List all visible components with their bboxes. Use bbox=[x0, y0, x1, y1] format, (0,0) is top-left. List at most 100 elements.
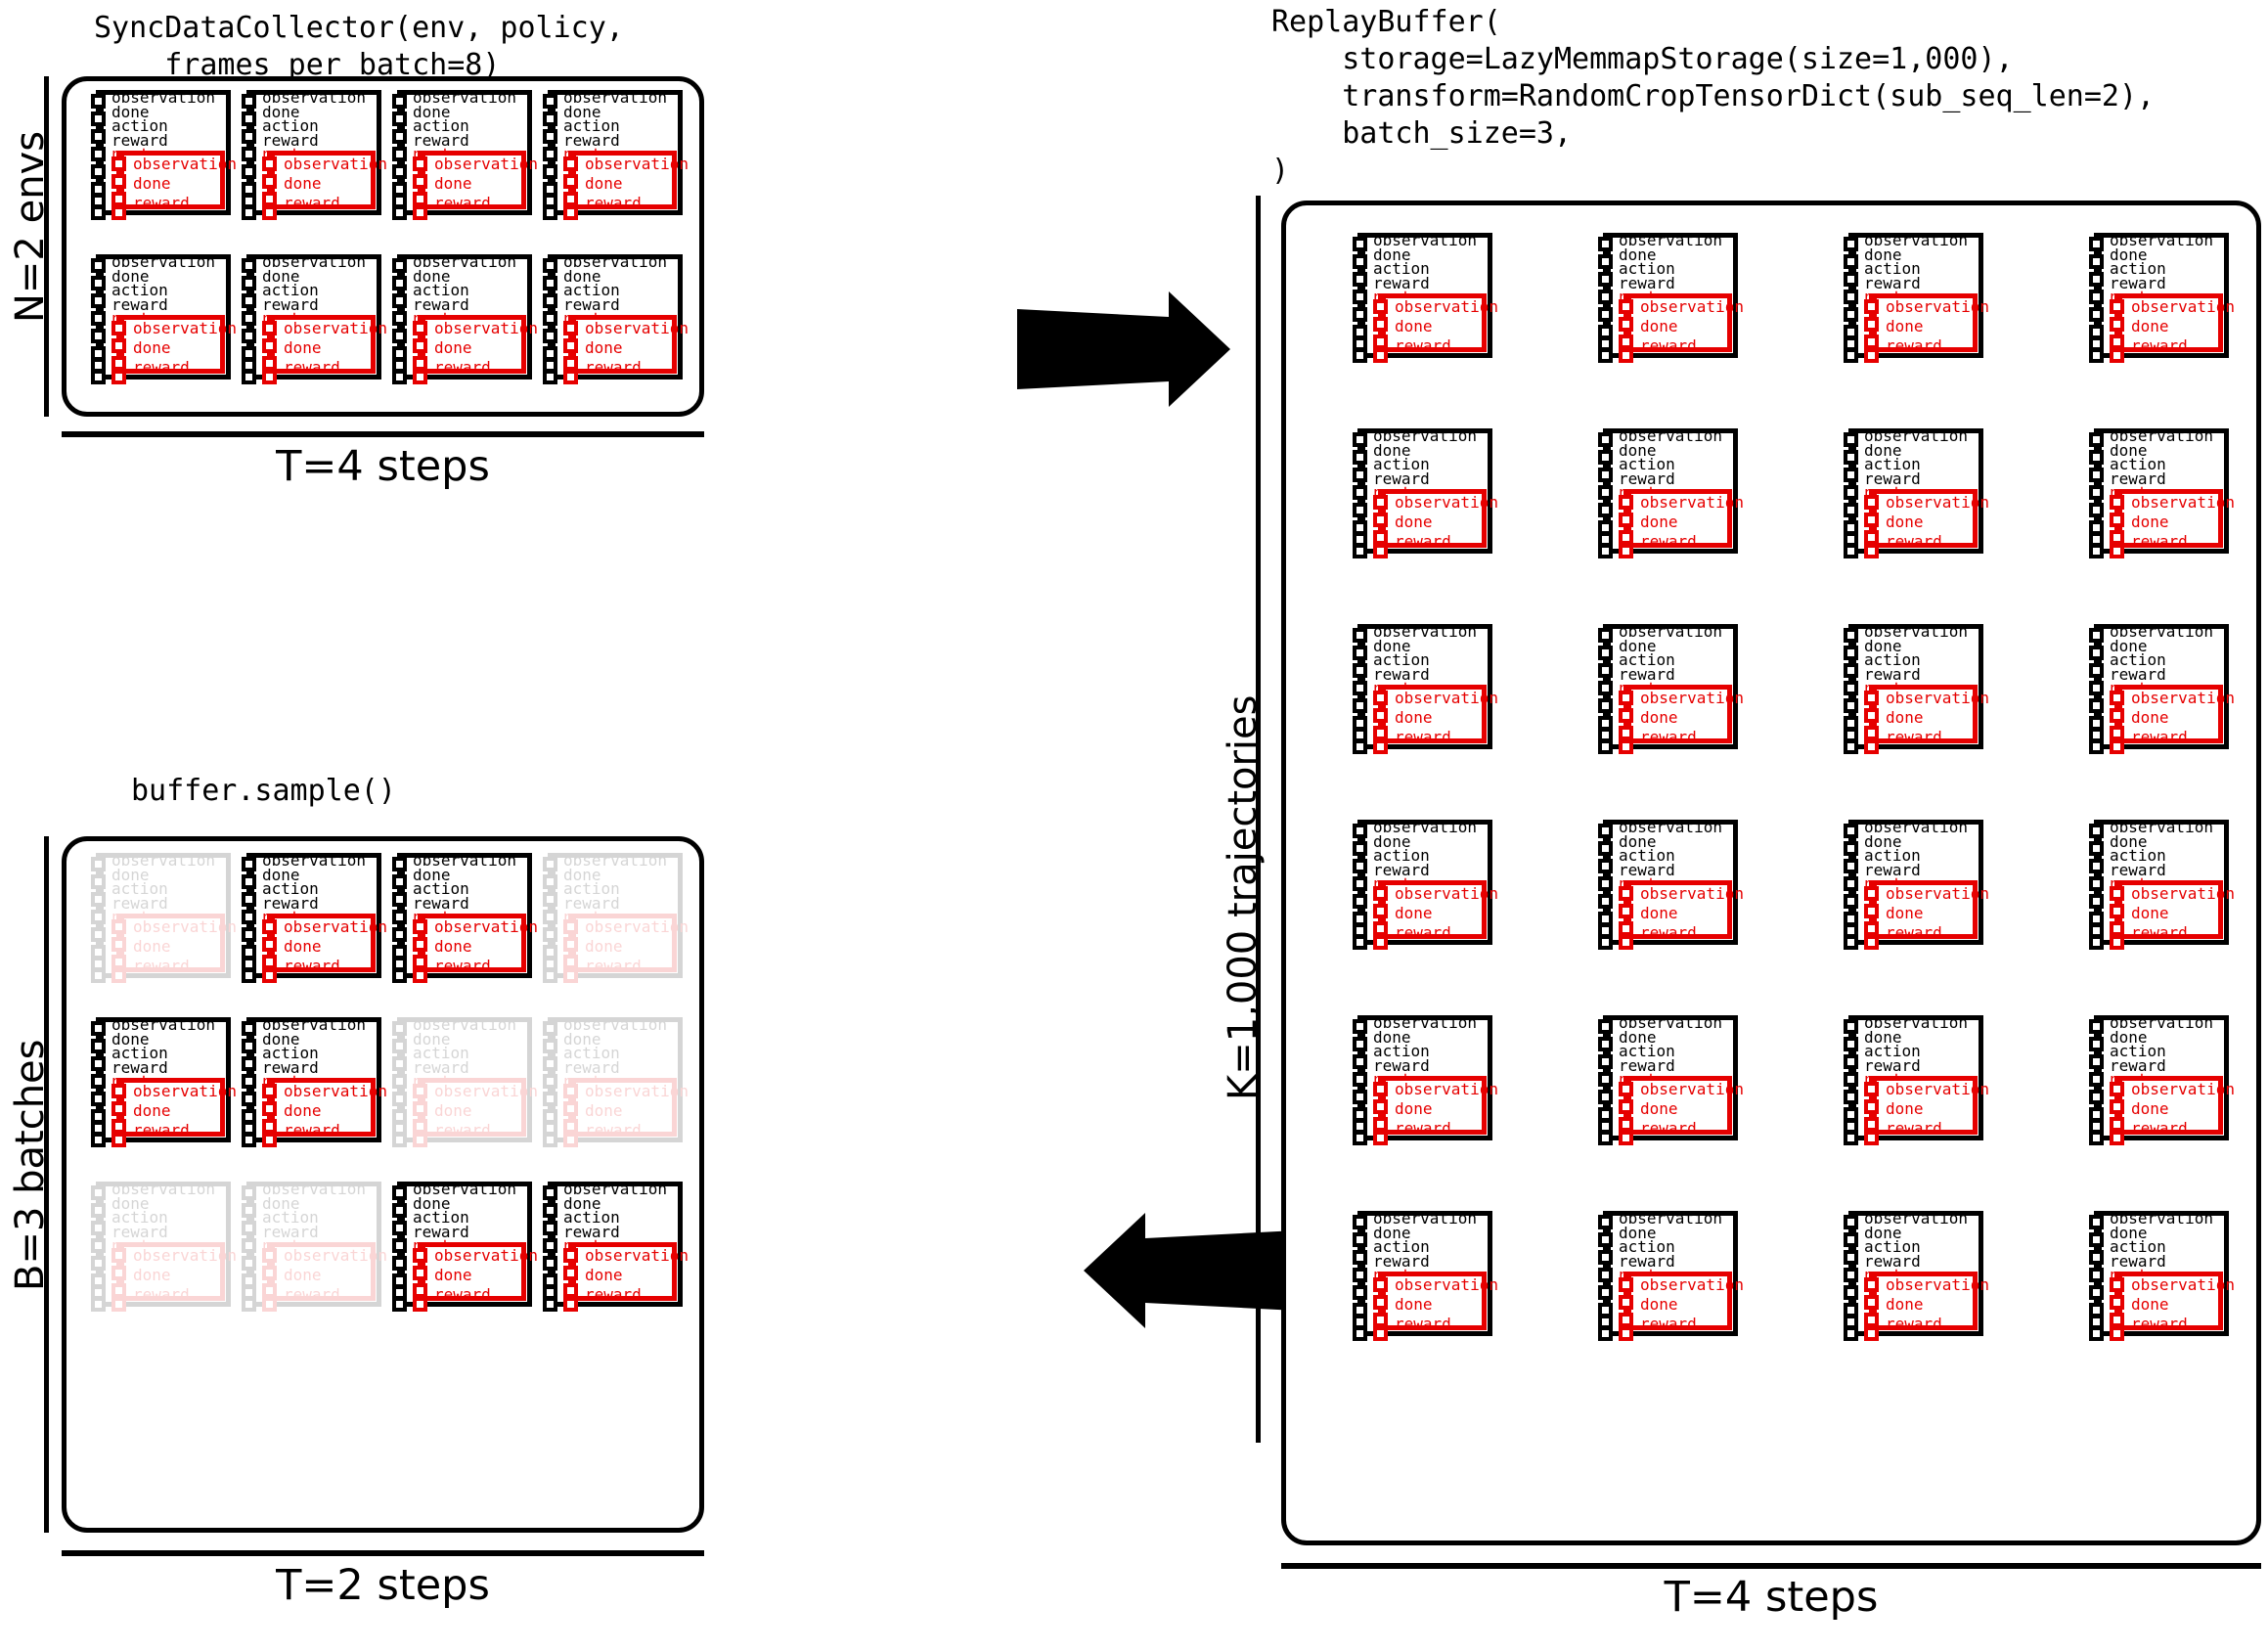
tensordict-key-marker bbox=[2089, 432, 2104, 447]
tensordict-cell: observationdoneactionrewardnextobservati… bbox=[1839, 428, 1989, 558]
tensordict-key-marker bbox=[1598, 1215, 1613, 1229]
nested-key-marker bbox=[563, 937, 578, 952]
tensordict-key-marker bbox=[1844, 1037, 1858, 1051]
tensordict-key: done bbox=[563, 1029, 601, 1049]
tensordict-key: observation bbox=[2110, 1013, 2213, 1032]
tensordict-key-marker bbox=[242, 329, 256, 343]
nested-key-marker bbox=[1373, 1326, 1388, 1341]
nested-key-marker bbox=[413, 968, 427, 983]
tensordict-key-marker bbox=[242, 370, 256, 384]
nested-key-marker bbox=[1864, 1277, 1879, 1292]
nested-tensordict-key: reward bbox=[1640, 532, 1697, 551]
tensordict-key-marker bbox=[2089, 1019, 2104, 1034]
tensordict-key-marker bbox=[1598, 698, 1613, 713]
tensordict-key: action bbox=[1373, 455, 1430, 474]
nested-tensordict-key: observation bbox=[1640, 884, 1744, 903]
tensordict-key-marker bbox=[2089, 450, 2104, 465]
tensordict-key-marker bbox=[1844, 935, 1858, 950]
nested-tensordict-box bbox=[568, 914, 677, 972]
nested-key-marker bbox=[1373, 348, 1388, 363]
nested-key-marker bbox=[1373, 495, 1388, 510]
tensordict-key-marker bbox=[242, 311, 256, 326]
nested-key-marker bbox=[111, 1248, 126, 1263]
tensordict-key: done bbox=[413, 102, 451, 121]
tensordict-key-marker bbox=[2089, 290, 2104, 304]
tensordict-key-marker bbox=[392, 1133, 407, 1147]
tensordict-key: reward bbox=[563, 893, 620, 913]
nested-tensordict-key: observation bbox=[2131, 1080, 2235, 1098]
nested-tensordict-key: observation bbox=[1886, 297, 1989, 316]
tensordict-key: observation bbox=[1373, 1013, 1477, 1032]
nested-key-marker bbox=[2110, 1131, 2124, 1145]
nested-key-marker bbox=[2110, 726, 2124, 740]
collector-cols-label: T=4 steps bbox=[276, 442, 490, 491]
nested-tensordict-key: observation bbox=[1395, 493, 1498, 512]
tensordict-key: done bbox=[2110, 1223, 2148, 1242]
nested-key-marker bbox=[262, 370, 277, 384]
nested-key-marker bbox=[2110, 1313, 2124, 1327]
tensordict-key-marker bbox=[392, 1109, 407, 1124]
tensordict-key-marker bbox=[543, 112, 557, 126]
tensordict-key: action bbox=[563, 116, 620, 136]
tensordict-key: done bbox=[1619, 1223, 1657, 1242]
tensordict-key-marker bbox=[1844, 237, 1858, 251]
tensordict-key-marker bbox=[543, 329, 557, 343]
nested-tensordict-key: reward bbox=[284, 1121, 340, 1139]
nested-tensordict-key: observation bbox=[133, 917, 237, 936]
tensordict-key-marker bbox=[1353, 237, 1367, 251]
tensordict-key-marker bbox=[91, 1221, 106, 1235]
nested-key-marker bbox=[1619, 1131, 1633, 1145]
nested-key-marker bbox=[111, 156, 126, 171]
tensordict-key: observation bbox=[2110, 818, 2213, 836]
nested-tensordict-key: reward bbox=[1395, 1315, 1451, 1333]
tensordict-spine bbox=[99, 1182, 104, 1307]
tensordict-key-marker bbox=[1598, 237, 1613, 251]
tensordict-key-marker bbox=[1353, 485, 1367, 500]
tensordict-key-marker bbox=[1598, 628, 1613, 643]
tensordict-key-marker bbox=[392, 857, 407, 871]
tensordict-key: observation bbox=[262, 851, 366, 870]
tensordict-outer-box bbox=[96, 853, 231, 978]
tensordict-key-marker bbox=[1844, 739, 1858, 754]
tensordict-key-marker bbox=[91, 164, 106, 179]
tensordict-spine bbox=[551, 1017, 556, 1142]
nested-tensordict-key: done bbox=[1886, 708, 1924, 727]
tensordict-key-marker bbox=[1598, 503, 1613, 517]
nested-tensordict-key: done bbox=[2131, 904, 2169, 922]
tensordict-key: observation bbox=[262, 252, 366, 271]
tensordict-key-marker bbox=[242, 258, 256, 273]
tensordict-keys: observationdoneactionrewardnext bbox=[2110, 233, 2213, 305]
tensordict-key: reward bbox=[111, 294, 168, 314]
nested-tensordict-key: observation bbox=[1395, 297, 1498, 316]
nested-key-marker bbox=[1619, 708, 1633, 723]
tensordict-key: action bbox=[111, 1208, 168, 1228]
nested-tensordict-spine bbox=[119, 914, 124, 972]
nested-key-marker bbox=[413, 338, 427, 353]
nested-key-marker bbox=[2110, 530, 2124, 545]
nested-key-marker bbox=[1619, 1326, 1633, 1341]
tensordict-key: action bbox=[563, 879, 620, 899]
nested-key-marker bbox=[2110, 921, 2124, 936]
nested-key-marker bbox=[413, 174, 427, 189]
tensordict-key-marker bbox=[392, 1297, 407, 1312]
tensordict-cell: observationdoneactionrewardnextobservati… bbox=[387, 853, 538, 983]
tensordict-cell: observationdoneactionrewardnextobservati… bbox=[1839, 1015, 1989, 1145]
nested-tensordict-key: observation bbox=[434, 1246, 538, 1265]
tensordict-key: reward bbox=[262, 1057, 319, 1077]
tensordict-key-marker bbox=[242, 164, 256, 179]
tensordict-key-marker bbox=[543, 1256, 557, 1271]
nested-key-marker bbox=[1619, 335, 1633, 349]
nested-key-marker bbox=[262, 1266, 277, 1280]
nested-key-marker bbox=[2110, 317, 2124, 332]
tensordict-key: done bbox=[1864, 636, 1902, 655]
nested-tensordict-key: reward bbox=[585, 194, 642, 212]
